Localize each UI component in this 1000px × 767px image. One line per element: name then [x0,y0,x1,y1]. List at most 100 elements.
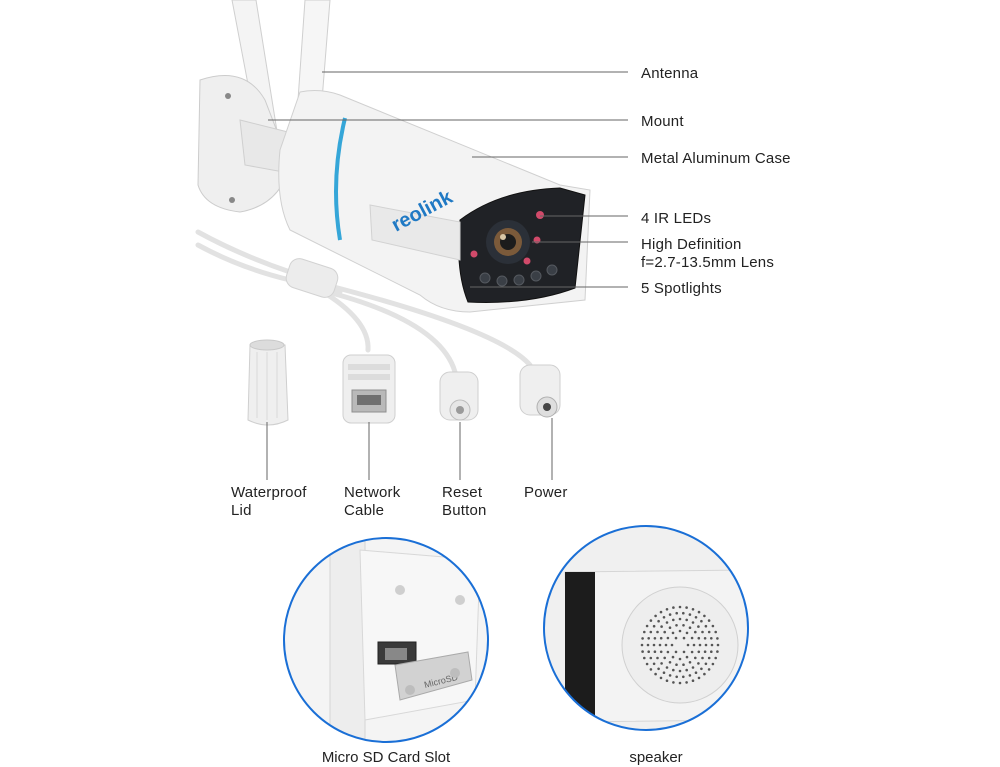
speaker-detail-ring [543,525,749,731]
cable-junction [285,258,339,298]
speaker-hole [707,619,711,622]
speaker-hole [682,650,686,654]
speaker-hole [666,636,670,640]
speaker-hole [678,669,682,673]
speaker-hole [656,656,659,660]
speaker-hole [686,643,690,647]
speaker-hole [678,657,682,661]
speaker-hole [688,613,692,616]
label-mount: Mount [641,113,684,130]
speaker-hole [656,630,659,634]
speaker-hole [714,630,717,634]
speaker-hole [697,662,700,665]
speaker-hole [652,662,656,666]
speaker-hole [707,630,711,634]
label-lid-line1: Waterproof [231,484,307,501]
cable-bundle [195,229,533,375]
speaker-hole [698,643,702,647]
speaker-detail [543,525,749,731]
speaker-hole [710,650,713,653]
speaker-hole [678,605,682,609]
speaker-hole [672,606,675,609]
speaker-hole [682,663,685,666]
speaker-hole [670,643,674,647]
speaker-hole [674,650,678,654]
speaker-hole [703,614,706,618]
sd-card-detail: MicroSD [283,537,489,743]
speaker-hole [711,662,715,666]
speaker-hole [672,681,675,684]
speaker-hole [703,650,707,653]
ir-led-4 [523,257,531,265]
speaker-hole [704,624,708,628]
speaker-hole [666,650,670,654]
spotlight-4 [530,270,542,282]
speaker-hole [704,662,708,666]
label-antenna: Antenna [641,65,699,82]
speaker-hole [682,675,685,679]
speaker-hole [697,676,701,680]
speaker-hole [694,630,697,634]
speaker-hole [641,637,644,640]
speaker-hole [701,656,704,660]
speaker-hole [643,656,646,660]
speaker-hole [675,624,678,627]
speaker-hole [653,650,657,653]
speaker-hole [716,643,720,647]
speaker-hole [700,667,703,671]
speaker-hole [664,643,668,647]
speaker-hole [685,668,688,672]
speaker-hole [657,667,660,671]
speaker-hole [707,656,711,660]
label-network-line2: Cable [344,502,385,519]
speaker-hole [691,679,695,682]
speaker-hole [672,668,675,672]
power-connector-graphic [519,364,561,418]
speaker-hole [645,662,649,666]
speaker-hole [643,630,646,634]
label-power: Power [524,484,568,501]
sd-detail-ring [283,537,489,743]
label-network-line1: Network [344,484,401,501]
speaker-hole [646,643,650,647]
speaker-hole [668,661,672,664]
speaker-hole [671,631,675,635]
spotlight-5 [546,264,558,276]
speaker-hole [659,650,663,654]
speaker-hole [675,611,678,615]
speaker-hole [690,636,694,640]
speaker-hole [700,619,703,623]
speaker-hole [710,643,714,647]
spotlight-3 [513,274,525,286]
leader-lines [266,71,628,480]
label-lid-line2: Lid [231,502,252,519]
label-lens-line1: High Definition [641,236,742,253]
speaker-hole [685,655,689,659]
speaker-hole [703,672,706,676]
speaker-hole [649,630,653,634]
speaker-hole [665,679,669,682]
speaker-hole [682,611,685,615]
speaker-hole [640,643,644,647]
speaker-hole [668,613,672,616]
speaker-hole [675,663,678,666]
speaker-hole [703,637,707,640]
speaker-hole [672,618,675,622]
speaker-hole [697,650,701,654]
speaker-hole [685,606,688,609]
spotlight-2 [496,275,508,287]
speaker-hole [660,625,663,628]
speaker-hole [692,643,696,647]
speaker-hole [645,624,649,628]
speaker-hole [716,637,719,640]
speaker-hole [685,618,688,622]
speaker-hole [649,619,653,622]
speaker-hole [710,637,713,640]
caption-sd-slot: Micro SD Card Slot [321,749,451,766]
label-ir-leds: 4 IR LEDs [641,210,712,227]
speaker-hole [711,624,715,628]
ir-led-1 [536,211,544,219]
speaker-hole [688,626,692,629]
speaker-hole [653,637,657,640]
speaker-hole [647,650,650,653]
